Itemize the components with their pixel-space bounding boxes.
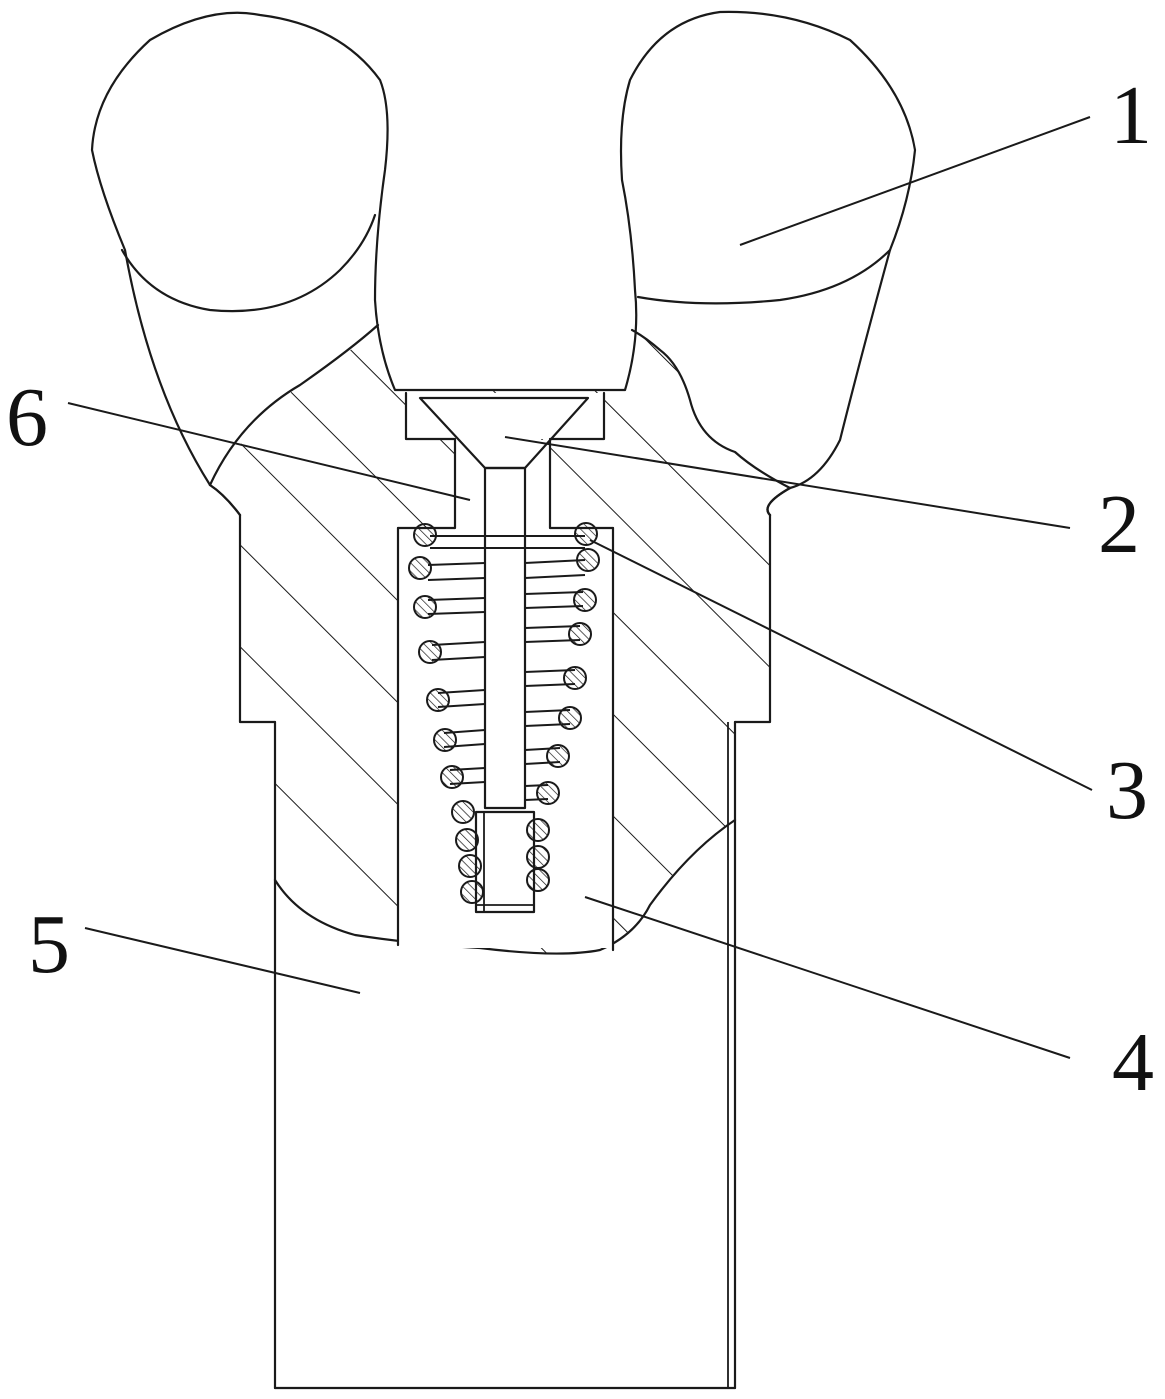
callout-2: 2 [1098, 478, 1140, 571]
spring-seat-cup [474, 810, 536, 914]
callout-3: 3 [1106, 744, 1148, 837]
callout-5: 5 [28, 898, 70, 991]
callout-labels: 1 2 3 4 5 6 [6, 69, 1154, 1109]
callout-4: 4 [1112, 1016, 1154, 1109]
valve-poppet [418, 396, 590, 810]
callout-6: 6 [6, 371, 48, 464]
leader-lines [67, 116, 1093, 1059]
callout-1: 1 [1110, 69, 1152, 162]
handle [90, 10, 917, 517]
